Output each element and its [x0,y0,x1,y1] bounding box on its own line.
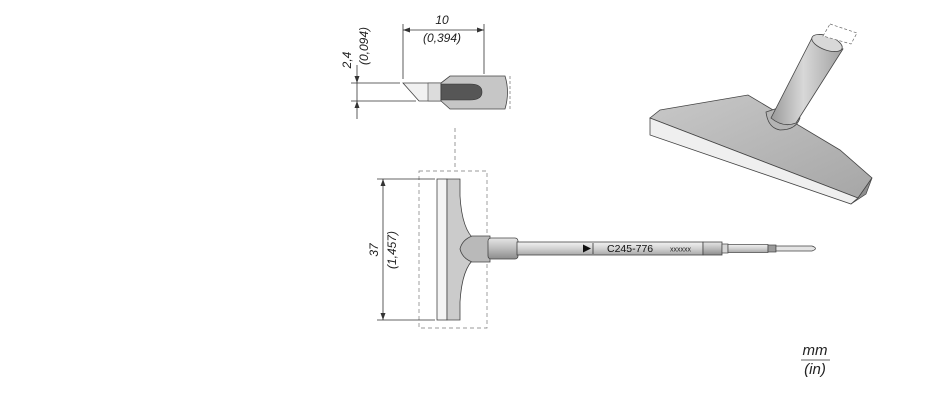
blade-width-mm-label: 37 [367,242,381,257]
iso-pin-stub [822,23,858,45]
blade-neck [459,235,491,263]
connector-ring-1 [702,241,723,256]
iso-cylinder [770,37,844,126]
tip-profile-detail [402,75,511,110]
cartridge-collar [487,237,519,260]
blade-width-dimension: 37 (1,457) [367,178,435,321]
tip-isometric-view [649,23,873,205]
iso-blade-bevel [850,177,873,205]
blade-edge [436,178,448,321]
tip-length-in-label: (0,394) [423,31,461,45]
blade-width-in-label: (1,457) [385,231,399,269]
orientation-arrow [583,244,591,253]
tip-socket-profile [440,83,483,101]
units-legend: mm (in) [801,342,830,378]
blade-detail-frame [418,170,488,329]
part-number-label: C245-776 [607,243,653,255]
tip-length-dimension: 10 (0,394) [402,13,485,79]
tip-step-profile [427,82,442,102]
connector-ring-4 [767,244,777,253]
tip-thickness-dimension: 2,4 (0,094) [340,27,416,119]
tip-length-mm-label: 10 [435,13,449,27]
connector-pin [775,245,816,252]
cartridge-top-view: C245-776 xxxxxx [418,170,816,329]
serial-number-label: xxxxxx [670,247,692,254]
tip-thickness-in-label: (0,094) [357,27,371,65]
tip-thickness-mm-label: 2,4 [340,51,354,69]
unit-primary-label: mm [803,342,828,359]
unit-secondary-label: (in) [804,361,826,378]
connector-ring-3 [727,244,769,253]
connector-ring-2 [721,243,729,254]
